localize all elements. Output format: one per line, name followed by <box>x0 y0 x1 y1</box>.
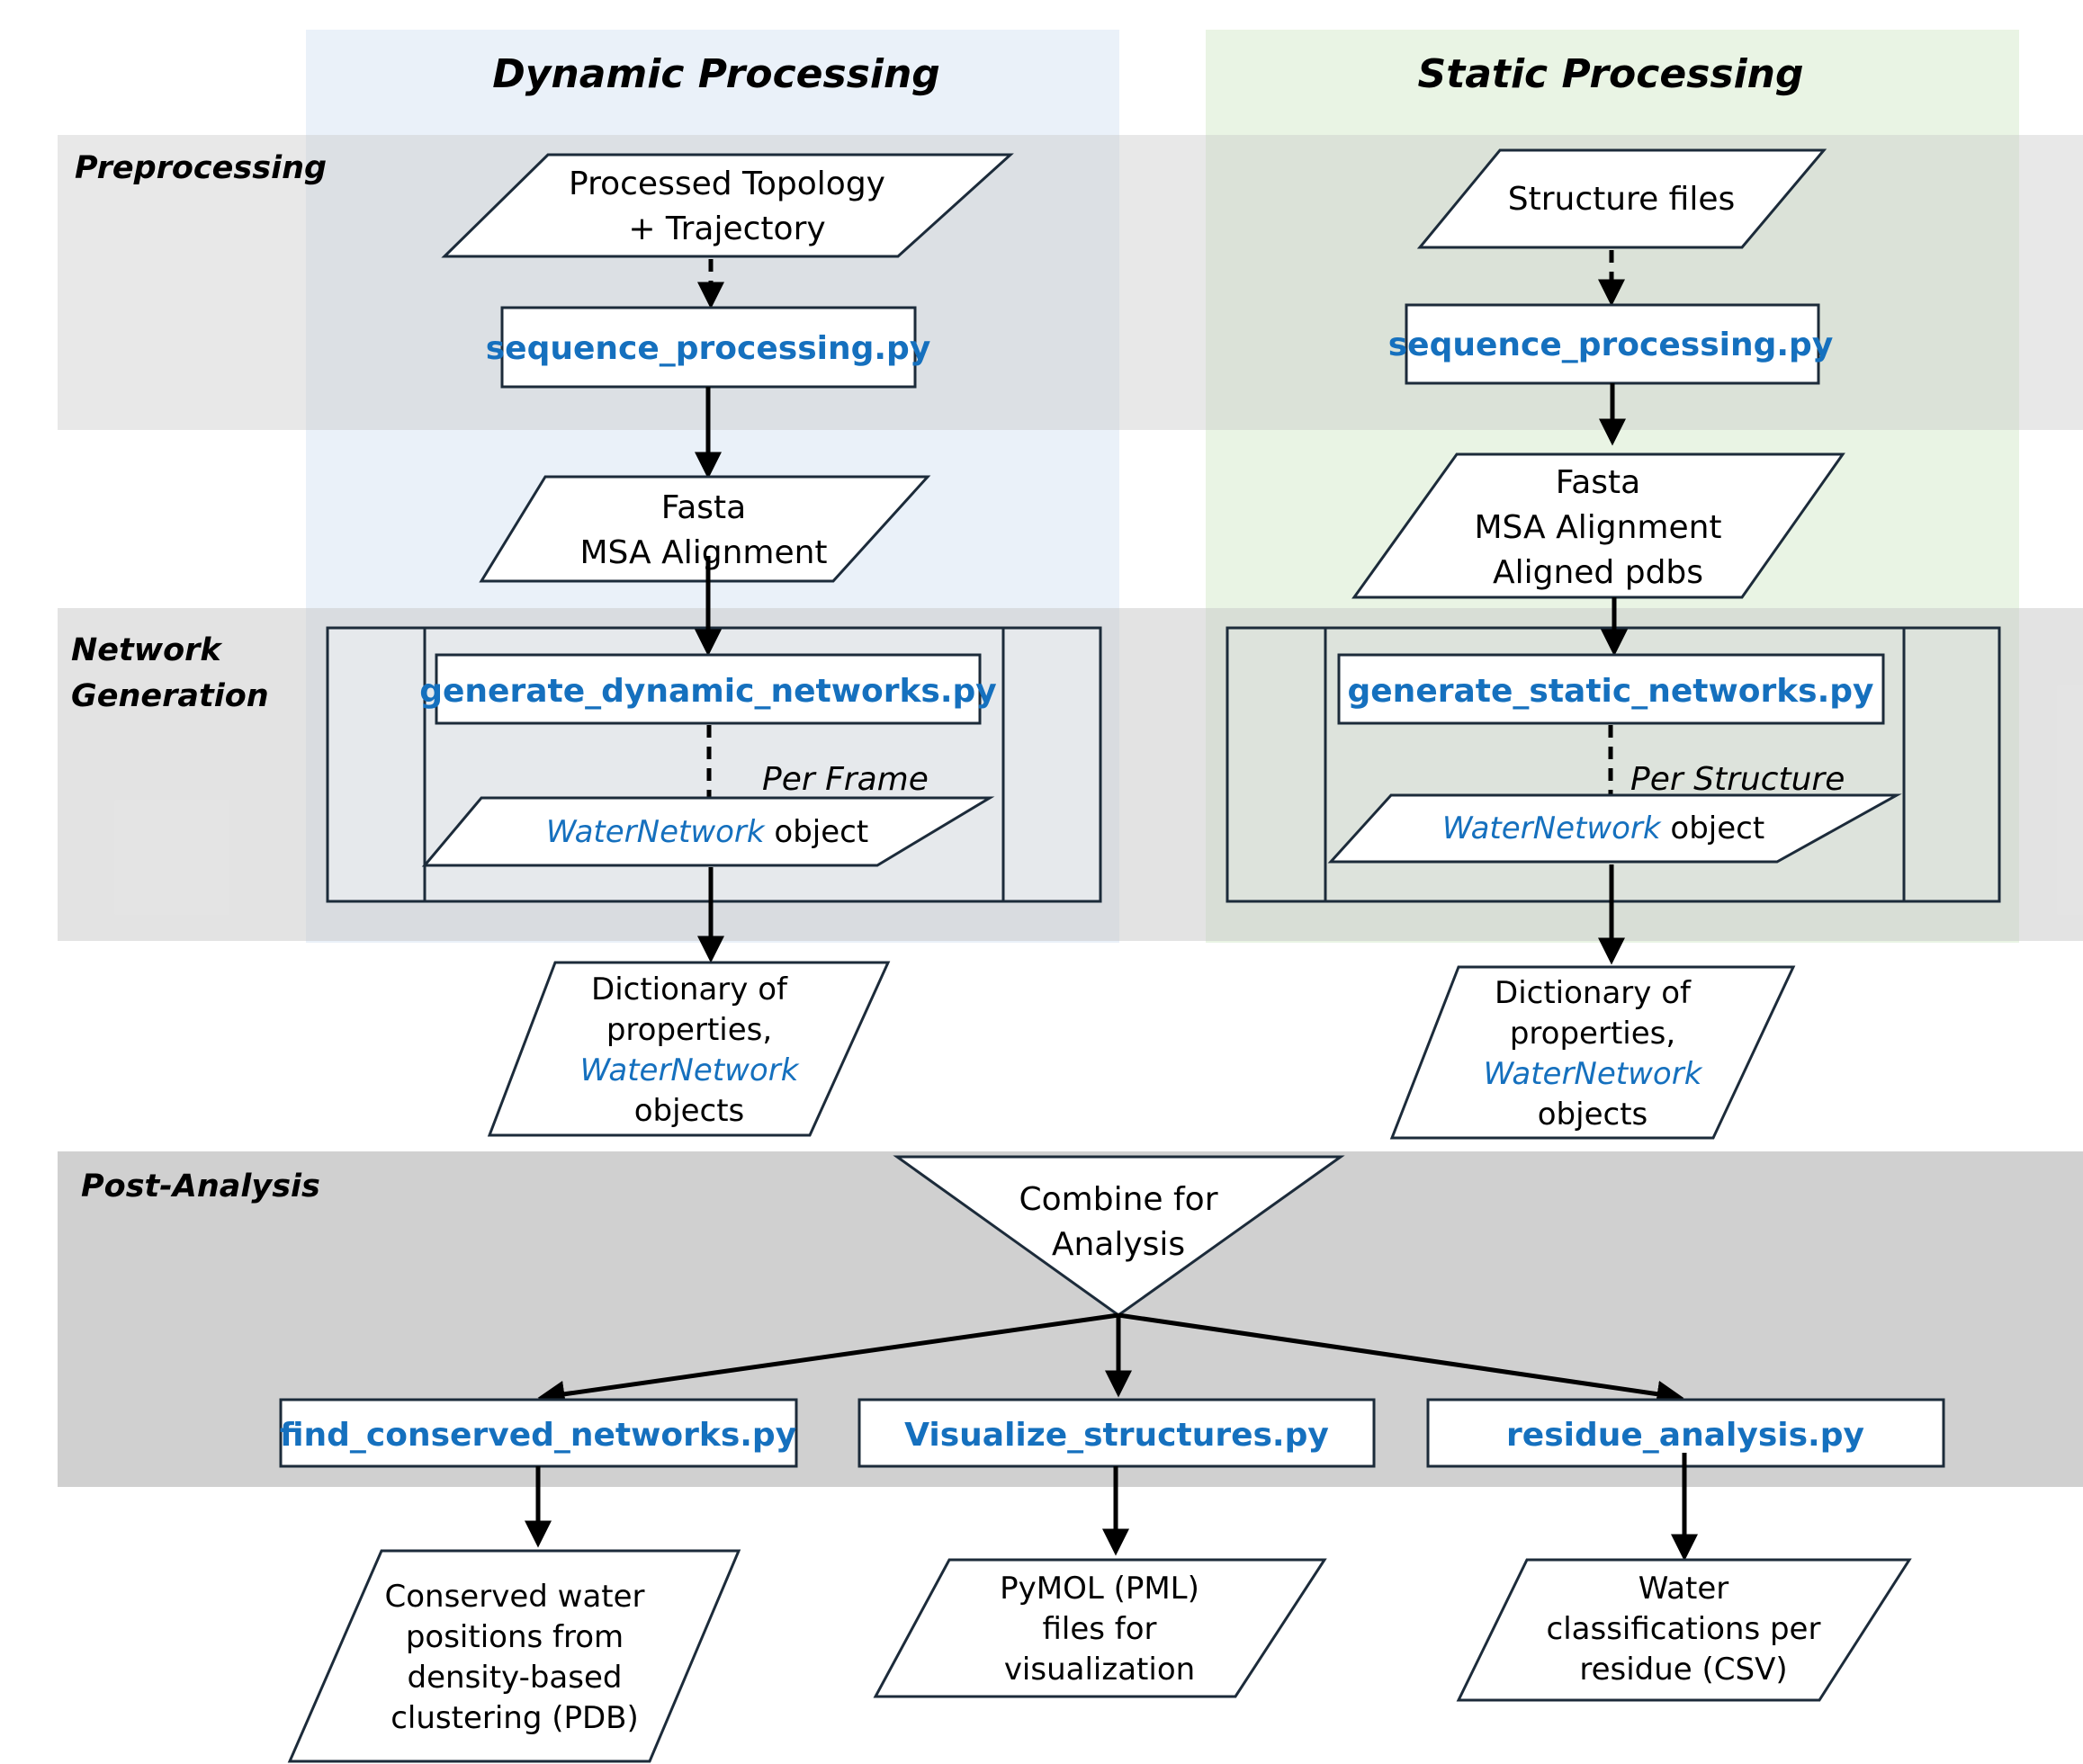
static-generate-networks-box <box>1337 653 1885 725</box>
static-loop-label: Per Structure <box>1630 761 1845 798</box>
dynamic-object-label: WaterNetwork object <box>546 814 868 850</box>
arrow-combine-to-residue <box>1118 1312 1684 1408</box>
dynamic-fasta-line1: Fasta <box>661 489 746 526</box>
dynamic-dict-line2: properties, <box>606 1012 772 1048</box>
static-input-label: Structure files <box>1508 181 1736 218</box>
dynamic-loop-label: Per Frame <box>762 761 929 798</box>
dynamic-input-line2: + Trajectory <box>628 210 825 247</box>
dynamic-dict-line4: objects <box>634 1093 745 1129</box>
dynamic-generate-networks-box <box>435 653 982 725</box>
static-dictionary-data <box>1389 965 1796 1140</box>
band-label-preprocessing: Preprocessing <box>75 150 327 186</box>
combine-line1: Combine for <box>1019 1181 1218 1218</box>
residue-analysis-label: residue_analysis.py <box>1506 1417 1864 1454</box>
static-fasta-line1: Fasta <box>1556 464 1640 501</box>
visualize-output-line3: visualization <box>1004 1652 1195 1688</box>
conserved-networks-label: find_conserved_networks.py <box>280 1417 796 1454</box>
static-waternetwork-object <box>1327 793 1902 864</box>
residue-output-line1: Water <box>1639 1571 1729 1607</box>
conserved-output-line2: positions from <box>406 1619 624 1655</box>
dynamic-fasta-line2: MSA Alignment <box>579 534 827 571</box>
residue-output-line2: classifications per <box>1547 1611 1821 1647</box>
residue-output-data <box>1456 1558 1912 1702</box>
static-input-data <box>1416 148 1827 249</box>
dynamic-generate-networks-label: generate_dynamic_networks.py <box>419 673 997 710</box>
static-fasta-data <box>1351 452 1845 599</box>
static-column-title: Static Processing <box>1418 51 1804 97</box>
band-label-network: Network <box>71 632 223 668</box>
static-dict-line1: Dictionary of <box>1495 975 1692 1011</box>
combine-merge-triangle <box>893 1155 1345 1317</box>
dynamic-input-data <box>441 153 1014 258</box>
combine-line2: Analysis <box>1052 1226 1185 1263</box>
visualize-output-data <box>873 1558 1327 1698</box>
residue-output-line3: residue (CSV) <box>1579 1652 1787 1688</box>
visualize-output-line1: PyMOL (PML) <box>1000 1571 1199 1607</box>
conserved-output-line3: density-based <box>408 1660 623 1696</box>
band-label-post-analysis: Post-Analysis <box>81 1169 320 1204</box>
static-dict-line3: WaterNetwork <box>1484 1056 1703 1092</box>
static-sequence-processing-label: sequence_processing.py <box>1388 327 1834 363</box>
dynamic-fasta-data <box>479 475 931 583</box>
dynamic-input-line1: Processed Topology <box>569 166 885 202</box>
arrow-combine-to-conserved <box>537 1312 1119 1408</box>
visualize-structures-label: Visualize_structures.py <box>904 1417 1329 1454</box>
visualize-output-line2: files for <box>1042 1611 1156 1647</box>
static-fasta-line3: Aligned pdbs <box>1493 554 1703 591</box>
static-fasta-line2: MSA Alignment <box>1474 509 1721 546</box>
conserved-output-data <box>287 1549 741 1763</box>
dynamic-dict-line3: WaterNetwork <box>580 1052 800 1088</box>
dynamic-dictionary-data <box>487 961 891 1137</box>
conserved-output-line1: Conserved water <box>385 1579 645 1615</box>
static-object-label: WaterNetwork object <box>1442 810 1764 846</box>
band-label-generation: Generation <box>71 678 269 714</box>
dynamic-column-title: Dynamic Processing <box>492 51 940 97</box>
dynamic-sequence-processing-box <box>500 306 917 389</box>
static-generate-networks-label: generate_static_networks.py <box>1348 673 1874 710</box>
static-dict-line4: objects <box>1538 1097 1648 1133</box>
dynamic-sequence-processing-label: sequence_processing.py <box>486 330 931 367</box>
conserved-output-line4: clustering (PDB) <box>391 1700 639 1736</box>
visualize-structures-box <box>857 1398 1376 1468</box>
dynamic-waternetwork-object <box>421 796 995 867</box>
static-dict-line2: properties, <box>1510 1016 1675 1052</box>
dynamic-dict-line1: Dictionary of <box>591 972 788 1007</box>
